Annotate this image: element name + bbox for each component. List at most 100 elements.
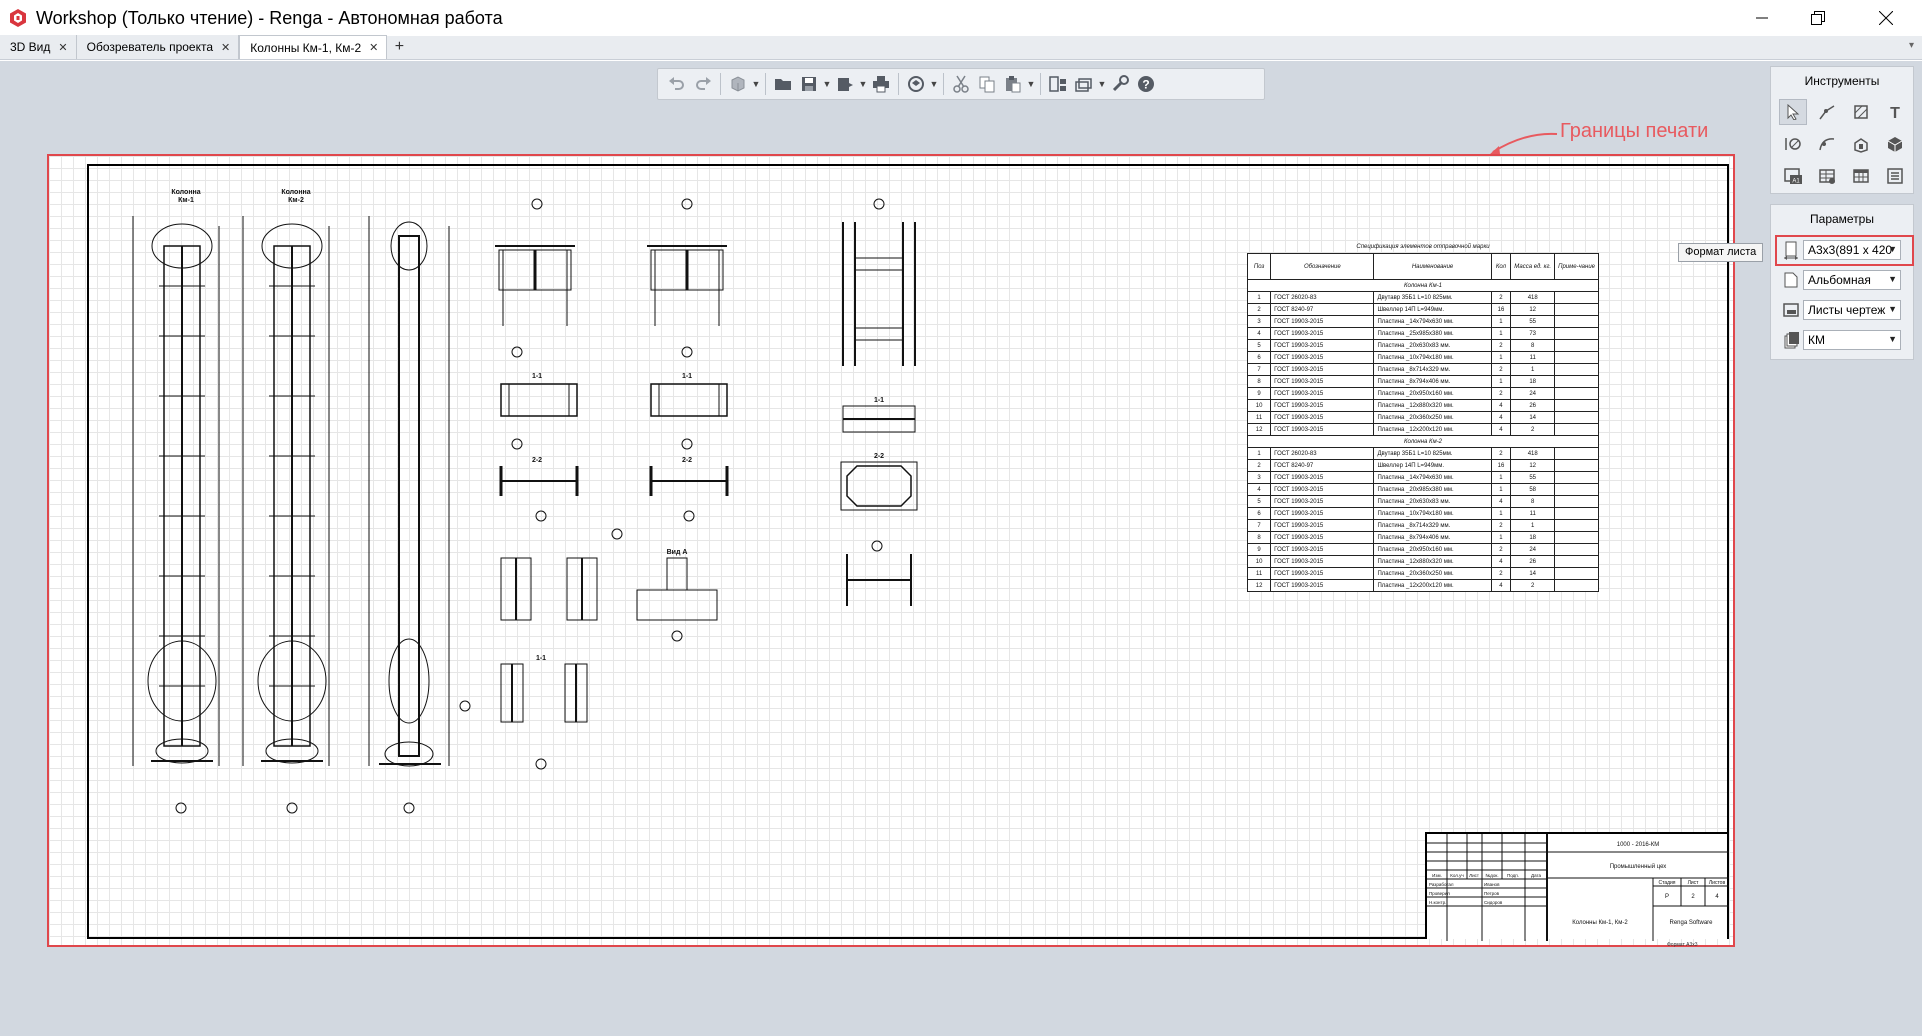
list-tool-button[interactable] xyxy=(1881,163,1909,189)
views-button[interactable] xyxy=(1071,71,1097,97)
curve-icon xyxy=(1819,138,1835,151)
spec-cell: 16 xyxy=(1490,459,1512,472)
orientation-select[interactable]: Альбомная▼ xyxy=(1803,270,1901,290)
tab-close-icon[interactable]: ✕ xyxy=(221,41,231,54)
spec-cell: 8 xyxy=(1246,531,1272,544)
layout-button[interactable] xyxy=(1045,71,1071,97)
paste-button[interactable] xyxy=(1000,71,1026,97)
spec-cell: Пластина _20х630х83 мм. xyxy=(1373,495,1492,508)
tools-panel: Инструменты T A1 xyxy=(1770,66,1914,194)
spec-header-cell: Масса ед. кг. xyxy=(1510,253,1556,280)
section-1-1-label: 1-1 xyxy=(536,655,546,662)
paste-dropdown-arrow[interactable]: ▼ xyxy=(1026,79,1036,89)
print-button[interactable] xyxy=(868,71,894,97)
minimize-button[interactable] xyxy=(1734,0,1790,36)
spec-cell: Двутавр 35Б1 L=10 825мм. xyxy=(1373,291,1492,304)
curve-tool-button[interactable] xyxy=(1813,131,1841,157)
title-block-grid: 1000 - 2016-КМ Промышленный цех Колонны … xyxy=(1427,834,1729,941)
settings-button[interactable] xyxy=(1107,71,1133,97)
save-button[interactable] xyxy=(796,71,822,97)
spec-cell: 11 xyxy=(1246,567,1272,580)
model-icon xyxy=(731,76,745,92)
hatch-tool-button[interactable] xyxy=(1847,99,1875,125)
tb-col: Подп. xyxy=(1507,873,1519,878)
restore-button[interactable] xyxy=(1790,0,1846,36)
export-dropdown-arrow[interactable]: ▼ xyxy=(858,79,868,89)
tab-columns-sheet[interactable]: Колонны Км-1, Км-2✕ xyxy=(239,35,388,59)
close-window-button[interactable] xyxy=(1858,0,1914,36)
tab-close-icon[interactable]: ✕ xyxy=(58,41,68,54)
view-tool-button[interactable] xyxy=(1847,131,1875,157)
spec-cell: 12 xyxy=(1510,303,1556,316)
tb-col: Дата xyxy=(1531,873,1541,878)
spec-cell: 1 xyxy=(1490,531,1512,544)
select-tool-button[interactable] xyxy=(1779,99,1807,125)
spec-cell: ГОСТ 19903-2015 xyxy=(1270,327,1375,340)
spec-cell: Пластина _20х985х380 мм. xyxy=(1373,483,1492,496)
undo-button[interactable] xyxy=(664,71,690,97)
spec-cell: 26 xyxy=(1510,555,1556,568)
spec-cell: ГОСТ 19903-2015 xyxy=(1270,351,1375,364)
dimension-tool-button[interactable] xyxy=(1779,131,1807,157)
spec-cell xyxy=(1554,399,1599,412)
toolbar-separator xyxy=(943,73,944,95)
tab-project-explorer[interactable]: Обозреватель проекта✕ xyxy=(76,35,240,59)
add-tab-button[interactable]: + xyxy=(394,38,405,55)
model-dropdown-arrow[interactable]: ▼ xyxy=(751,79,761,89)
cut-button[interactable] xyxy=(948,71,974,97)
spec-header-cell: Наименование xyxy=(1373,253,1492,280)
spec-cell: ГОСТ 19903-2015 xyxy=(1270,411,1375,424)
spec-cell xyxy=(1554,519,1599,532)
spec-cell xyxy=(1554,327,1599,340)
spec-cell: Пластина _8х794х406 мм. xyxy=(1373,531,1492,544)
cursor-icon xyxy=(1787,104,1800,120)
sheet-format-select[interactable]: А3х3(891 х 420▼ xyxy=(1803,240,1901,260)
spec-cell: ГОСТ 19903-2015 xyxy=(1270,543,1375,556)
3d-view-tool-button[interactable] xyxy=(1881,131,1909,157)
tab-overflow-button[interactable]: ▾ xyxy=(1908,40,1914,51)
drawing-sheet[interactable]: Колонна Км-1 Колонна Км-2 1-1 1-1 2-2 2-… xyxy=(87,164,1729,948)
table-tool-button[interactable] xyxy=(1813,163,1841,189)
model-view-icon xyxy=(1854,138,1868,153)
spec-cell: Пластина _20х950х160 мм. xyxy=(1373,543,1492,556)
tb-role: Проверил xyxy=(1429,891,1450,896)
redo-button[interactable] xyxy=(690,71,716,97)
line-tool-button[interactable] xyxy=(1813,99,1841,125)
export-button[interactable] xyxy=(832,71,858,97)
sheet-type-select[interactable]: Листы чертеж▼ xyxy=(1803,300,1901,320)
spec-cell xyxy=(1554,387,1599,400)
spec-cell: ГОСТ 19903-2015 xyxy=(1270,483,1375,496)
save-dropdown-arrow[interactable]: ▼ xyxy=(822,79,832,89)
spec-cell: 8 xyxy=(1510,495,1556,508)
spec-cell: 2 xyxy=(1490,447,1512,460)
tab-close-icon[interactable]: ✕ xyxy=(369,42,379,54)
spec-cell xyxy=(1554,543,1599,556)
views-dropdown-arrow[interactable]: ▼ xyxy=(1097,79,1107,89)
rotate-dropdown-arrow[interactable]: ▼ xyxy=(929,79,939,89)
tab-3d-view[interactable]: 3D Вид✕ xyxy=(0,35,77,59)
spec-cell: 14 xyxy=(1510,567,1556,580)
parameters-panel-header: Параметры xyxy=(1810,212,1874,226)
copy-button[interactable] xyxy=(974,71,1000,97)
help-button[interactable]: ? xyxy=(1133,71,1159,97)
spec-cell xyxy=(1554,567,1599,580)
rotate-view-button[interactable] xyxy=(903,71,929,97)
spreadsheet-tool-button[interactable] xyxy=(1847,163,1875,189)
chevron-down-icon: ▼ xyxy=(1888,244,1897,254)
tb-person: Сидоров xyxy=(1484,900,1503,905)
print-area[interactable]: Колонна Км-1 Колонна Км-2 1-1 1-1 2-2 2-… xyxy=(47,154,1735,948)
spec-cell: ГОСТ 19903-2015 xyxy=(1270,315,1375,328)
toolbar-separator xyxy=(898,73,899,95)
sheet-stamp-tool-button[interactable]: A1 xyxy=(1779,163,1807,189)
model-button[interactable] xyxy=(725,71,751,97)
spec-cell: 16 xyxy=(1490,303,1512,316)
restore-icon xyxy=(1811,11,1825,25)
mark-select[interactable]: КМ▼ xyxy=(1803,330,1901,350)
open-button[interactable] xyxy=(770,71,796,97)
text-tool-button[interactable]: T xyxy=(1881,99,1909,125)
spec-cell: 1 xyxy=(1490,327,1512,340)
